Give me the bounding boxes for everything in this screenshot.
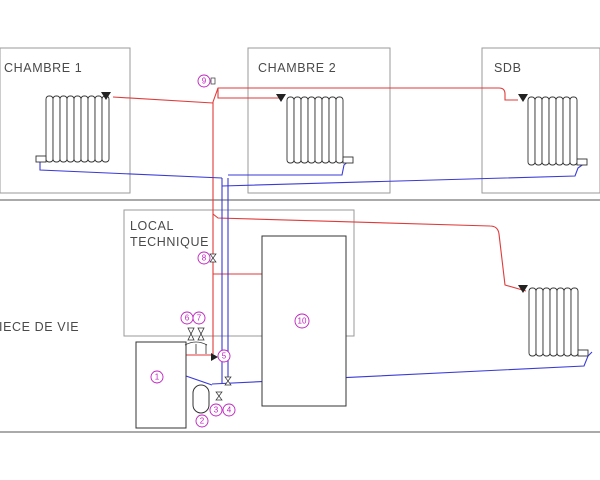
radiator-chambre-1 [35, 92, 111, 163]
svg-text:1: 1 [155, 373, 160, 382]
marker-3: 3 [209, 403, 223, 417]
valve-4-icon [224, 376, 232, 386]
svg-text:2: 2 [200, 417, 205, 426]
marker-8: 8 [197, 251, 211, 265]
label-local-technique-1: LOCAL [130, 219, 174, 233]
label-local-technique-2: TECHNIQUE [130, 235, 209, 249]
valve-3-icon [215, 391, 223, 401]
svg-text:5: 5 [222, 352, 227, 361]
marker-9: 9 [197, 74, 211, 88]
room-sdb [481, 47, 600, 194]
supply-piping [112, 87, 527, 356]
svg-text:7: 7 [197, 314, 202, 323]
boiler [135, 341, 187, 429]
storage-tank [261, 235, 347, 407]
circulator-pump-icon [211, 353, 218, 361]
svg-text:6: 6 [185, 314, 190, 323]
expansion-vessel [192, 384, 210, 414]
radiator-chambre-2 [276, 94, 354, 164]
svg-text:10: 10 [298, 317, 307, 326]
room-chambre-1 [0, 47, 131, 194]
air-vent-9-icon [210, 77, 216, 85]
svg-text:8: 8 [202, 254, 207, 263]
marker-6: 6 [180, 311, 194, 325]
label-chambre-1: CHAMBRE 1 [4, 61, 82, 75]
marker-7: 7 [192, 311, 206, 325]
marker-1: 1 [150, 370, 164, 384]
valve-8-icon [209, 253, 217, 263]
radiator-sdb [518, 94, 588, 166]
svg-text:4: 4 [227, 406, 232, 415]
marker-2: 2 [195, 414, 209, 428]
marker-10: 10 [294, 313, 310, 329]
label-sdb: SDB [494, 61, 522, 75]
marker-4: 4 [222, 403, 236, 417]
svg-text:9: 9 [202, 77, 207, 86]
label-piece-de-vie: IECE DE VIE [0, 320, 79, 334]
safety-valves [184, 327, 208, 354]
room-local-technique [123, 209, 355, 337]
radiator-piece-de-vie [518, 285, 589, 357]
room-chambre-2 [247, 47, 391, 194]
label-chambre-2: CHAMBRE 2 [258, 61, 336, 75]
marker-5: 5 [217, 349, 231, 363]
svg-text:3: 3 [214, 406, 219, 415]
